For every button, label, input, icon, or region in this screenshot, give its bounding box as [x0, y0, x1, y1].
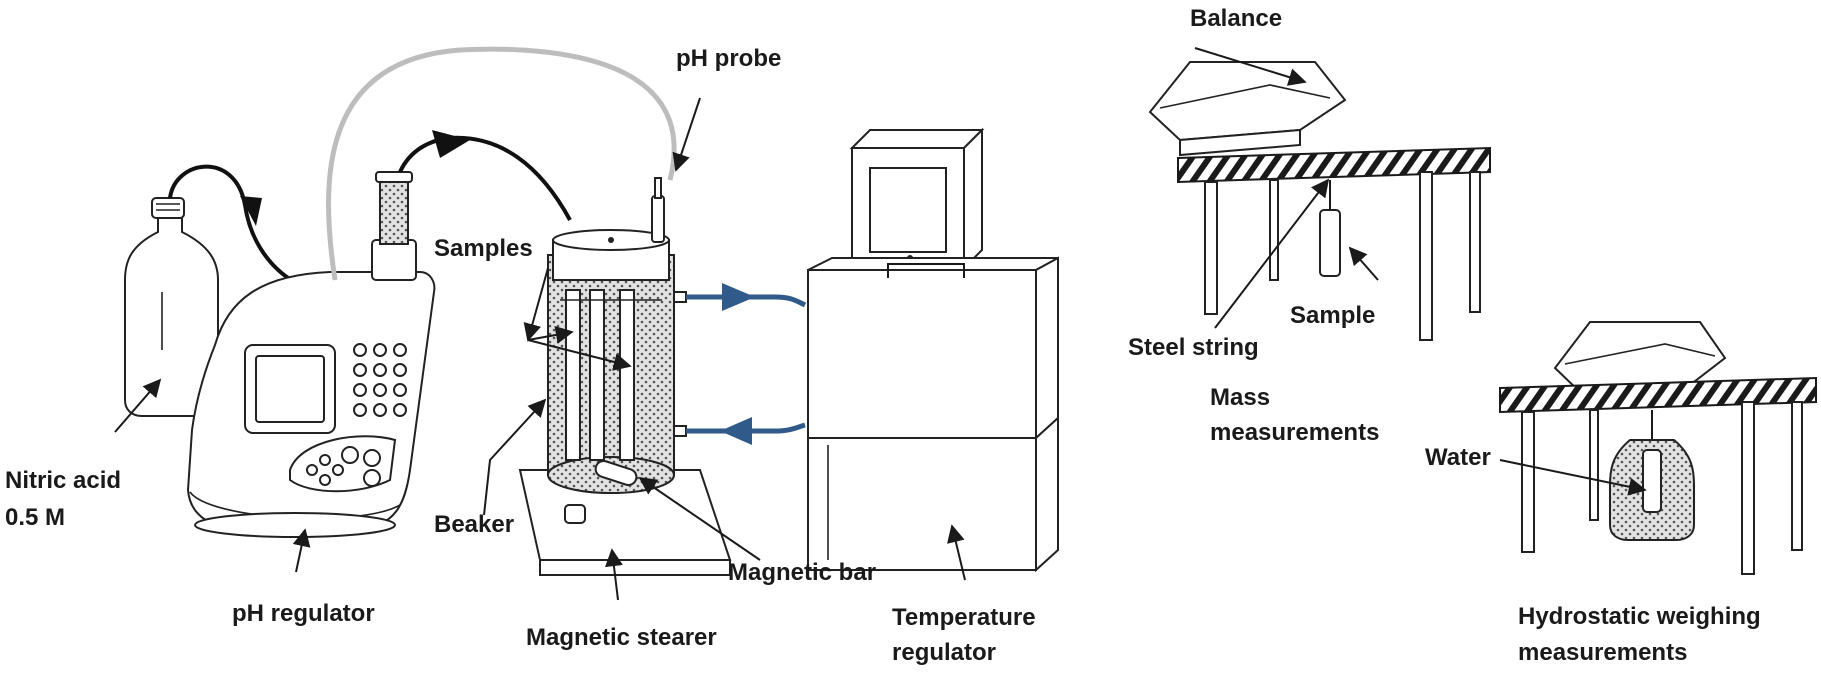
- label-water: Water: [1425, 444, 1491, 471]
- label-balance: Balance: [1190, 5, 1282, 32]
- mass-measurement-rig: [1148, 61, 1491, 341]
- label-temperature-regulator-line2: regulator: [892, 639, 996, 666]
- label-nitric-acid-concentration: 0.5 M: [5, 504, 65, 531]
- label-ph-probe: pH probe: [676, 45, 781, 72]
- keypad: [353, 343, 407, 417]
- label-samples: Samples: [434, 235, 533, 262]
- label-hydrostatic-line1: Hydrostatic weighing: [1518, 603, 1761, 630]
- acid-tube-arrowhead: [240, 196, 262, 226]
- temperature-regulator-device: [807, 127, 1059, 573]
- label-mass-measurements-line1: Mass: [1210, 384, 1270, 411]
- label-magnetic-bar: Magnetic bar: [728, 559, 876, 586]
- tube-arrowhead: [432, 130, 470, 158]
- regulator-to-beaker-tube: [398, 135, 572, 221]
- ph-probe-cable: [326, 46, 677, 281]
- label-temperature-regulator-line1: Temperature: [892, 604, 1036, 631]
- label-nitric-acid: Nitric acid: [5, 467, 121, 494]
- ph-regulator-device: [186, 171, 436, 538]
- hose-out: [686, 294, 807, 308]
- label-steel-string: Steel string: [1128, 334, 1259, 361]
- nitric-acid-bottle: [124, 197, 219, 417]
- hose-out-arrowhead: [722, 283, 755, 311]
- leader-lines: [114, 47, 1647, 601]
- hose-in: [686, 422, 806, 434]
- label-sample: Sample: [1290, 302, 1375, 329]
- label-hydrostatic-line2: measurements: [1518, 639, 1687, 666]
- label-beaker: Beaker: [434, 511, 514, 538]
- label-magnetic-stearer: Magnetic stearer: [526, 624, 717, 651]
- hose-in-arrowhead: [720, 417, 752, 445]
- label-ph-regulator: pH regulator: [232, 600, 375, 627]
- hydrostatic-weighing-rig: [1499, 321, 1817, 575]
- label-mass-measurements-line2: measurements: [1210, 419, 1379, 446]
- beaker-assembly: [518, 177, 732, 576]
